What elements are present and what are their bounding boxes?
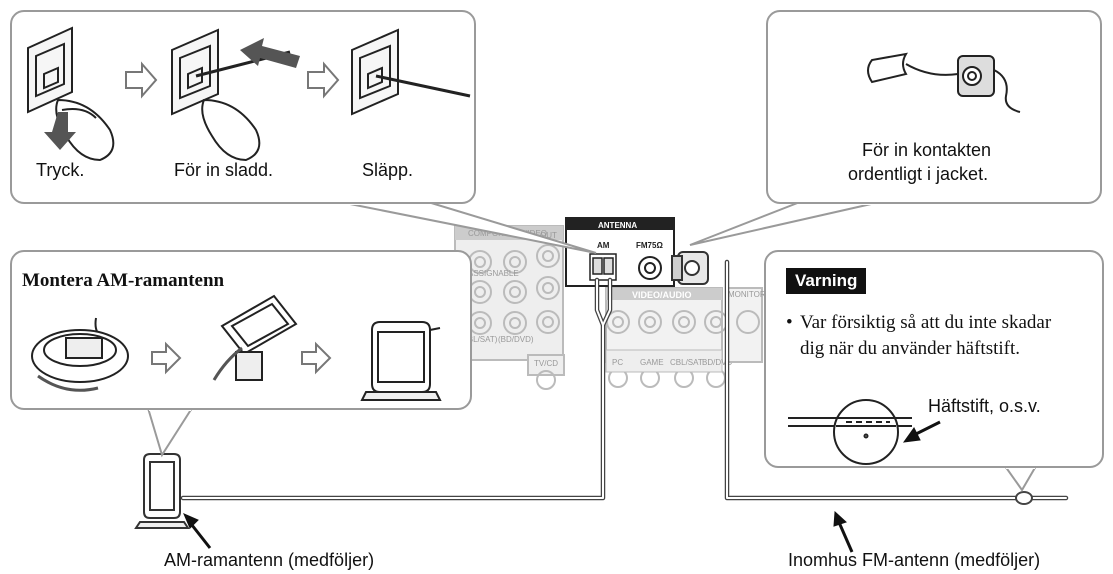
panel-bd-dvd-small: (BD/DVD) bbox=[498, 335, 534, 344]
insert-step-icon bbox=[171, 28, 291, 162]
am-loop-antenna-icon bbox=[134, 453, 190, 529]
fm-connector-icon bbox=[671, 251, 709, 285]
push-down-arrow-icon bbox=[44, 112, 76, 150]
panel-pc: PC bbox=[612, 358, 623, 367]
panel-bd-dvd: BD/DVD bbox=[702, 358, 732, 367]
warning-badge: Varning bbox=[786, 268, 867, 294]
panel-tvcd: TV/CD bbox=[534, 359, 558, 368]
receiver-panel: COMPONENT VIDEO ASSIGNABLE OUT CBL/SAT) … bbox=[454, 217, 774, 390]
caption-arrows bbox=[183, 510, 854, 553]
am-terminal bbox=[589, 253, 617, 281]
panel-fm: FM75Ω bbox=[636, 241, 663, 250]
panel-am: AM bbox=[597, 241, 610, 250]
panel-out: OUT bbox=[540, 231, 557, 240]
fm-antenna-caption: Inomhus FM-antenn (medföljer) bbox=[788, 550, 1041, 570]
am-assembly-steps-icon bbox=[31, 294, 442, 401]
fm-plug-icon bbox=[867, 52, 1021, 113]
panel-antenna: ANTENNA bbox=[598, 221, 637, 230]
component-jacks bbox=[468, 244, 560, 335]
panel-video-audio: VIDEO/AUDIO bbox=[632, 290, 692, 300]
am-cable-inner bbox=[182, 279, 611, 499]
fm-cable bbox=[724, 259, 1069, 505]
warning-bullet: • bbox=[786, 312, 793, 333]
tack-pointer-arrow bbox=[902, 420, 941, 443]
video-audio-jacks bbox=[606, 310, 728, 388]
step-insert-label: För in sladd. bbox=[174, 160, 274, 180]
panel-game: GAME bbox=[640, 358, 664, 367]
panel-monitor: MONITOR O bbox=[728, 290, 774, 299]
step-press-label: Tryck. bbox=[36, 160, 85, 180]
fm-instruction-line1: För in kontakten bbox=[862, 140, 992, 160]
panel-cbl-sat: CBL/SAT bbox=[670, 358, 703, 367]
warning-text: • Var försiktig så att du inte skadar dig… bbox=[786, 310, 1086, 362]
press-step-icon bbox=[27, 26, 115, 162]
insert-arrow-icon bbox=[240, 38, 300, 68]
warning-sentence: Var försiktig så att du inte skadar dig … bbox=[800, 312, 1052, 359]
step-arrow-icon-1 bbox=[125, 61, 158, 99]
release-step-icon bbox=[351, 28, 471, 116]
panel-cbl-sat-small: CBL/SAT) bbox=[462, 335, 498, 344]
fm-connect-bubble bbox=[766, 10, 1102, 204]
step-release-label: Släpp. bbox=[362, 160, 414, 180]
am-assembly-heading: Montera AM-ramantenn bbox=[22, 270, 225, 291]
fm-instruction-line2: ordentligt i jacket. bbox=[848, 164, 989, 184]
panel-assignable: ASSIGNABLE bbox=[468, 269, 519, 278]
fm-jack bbox=[638, 256, 662, 280]
step-arrow-icon-2 bbox=[307, 61, 340, 99]
tack-illustration bbox=[788, 399, 912, 465]
am-antenna-caption: AM-ramantenn (medföljer) bbox=[164, 550, 375, 570]
tack-label: Häftstift, o.s.v. bbox=[928, 396, 1041, 416]
